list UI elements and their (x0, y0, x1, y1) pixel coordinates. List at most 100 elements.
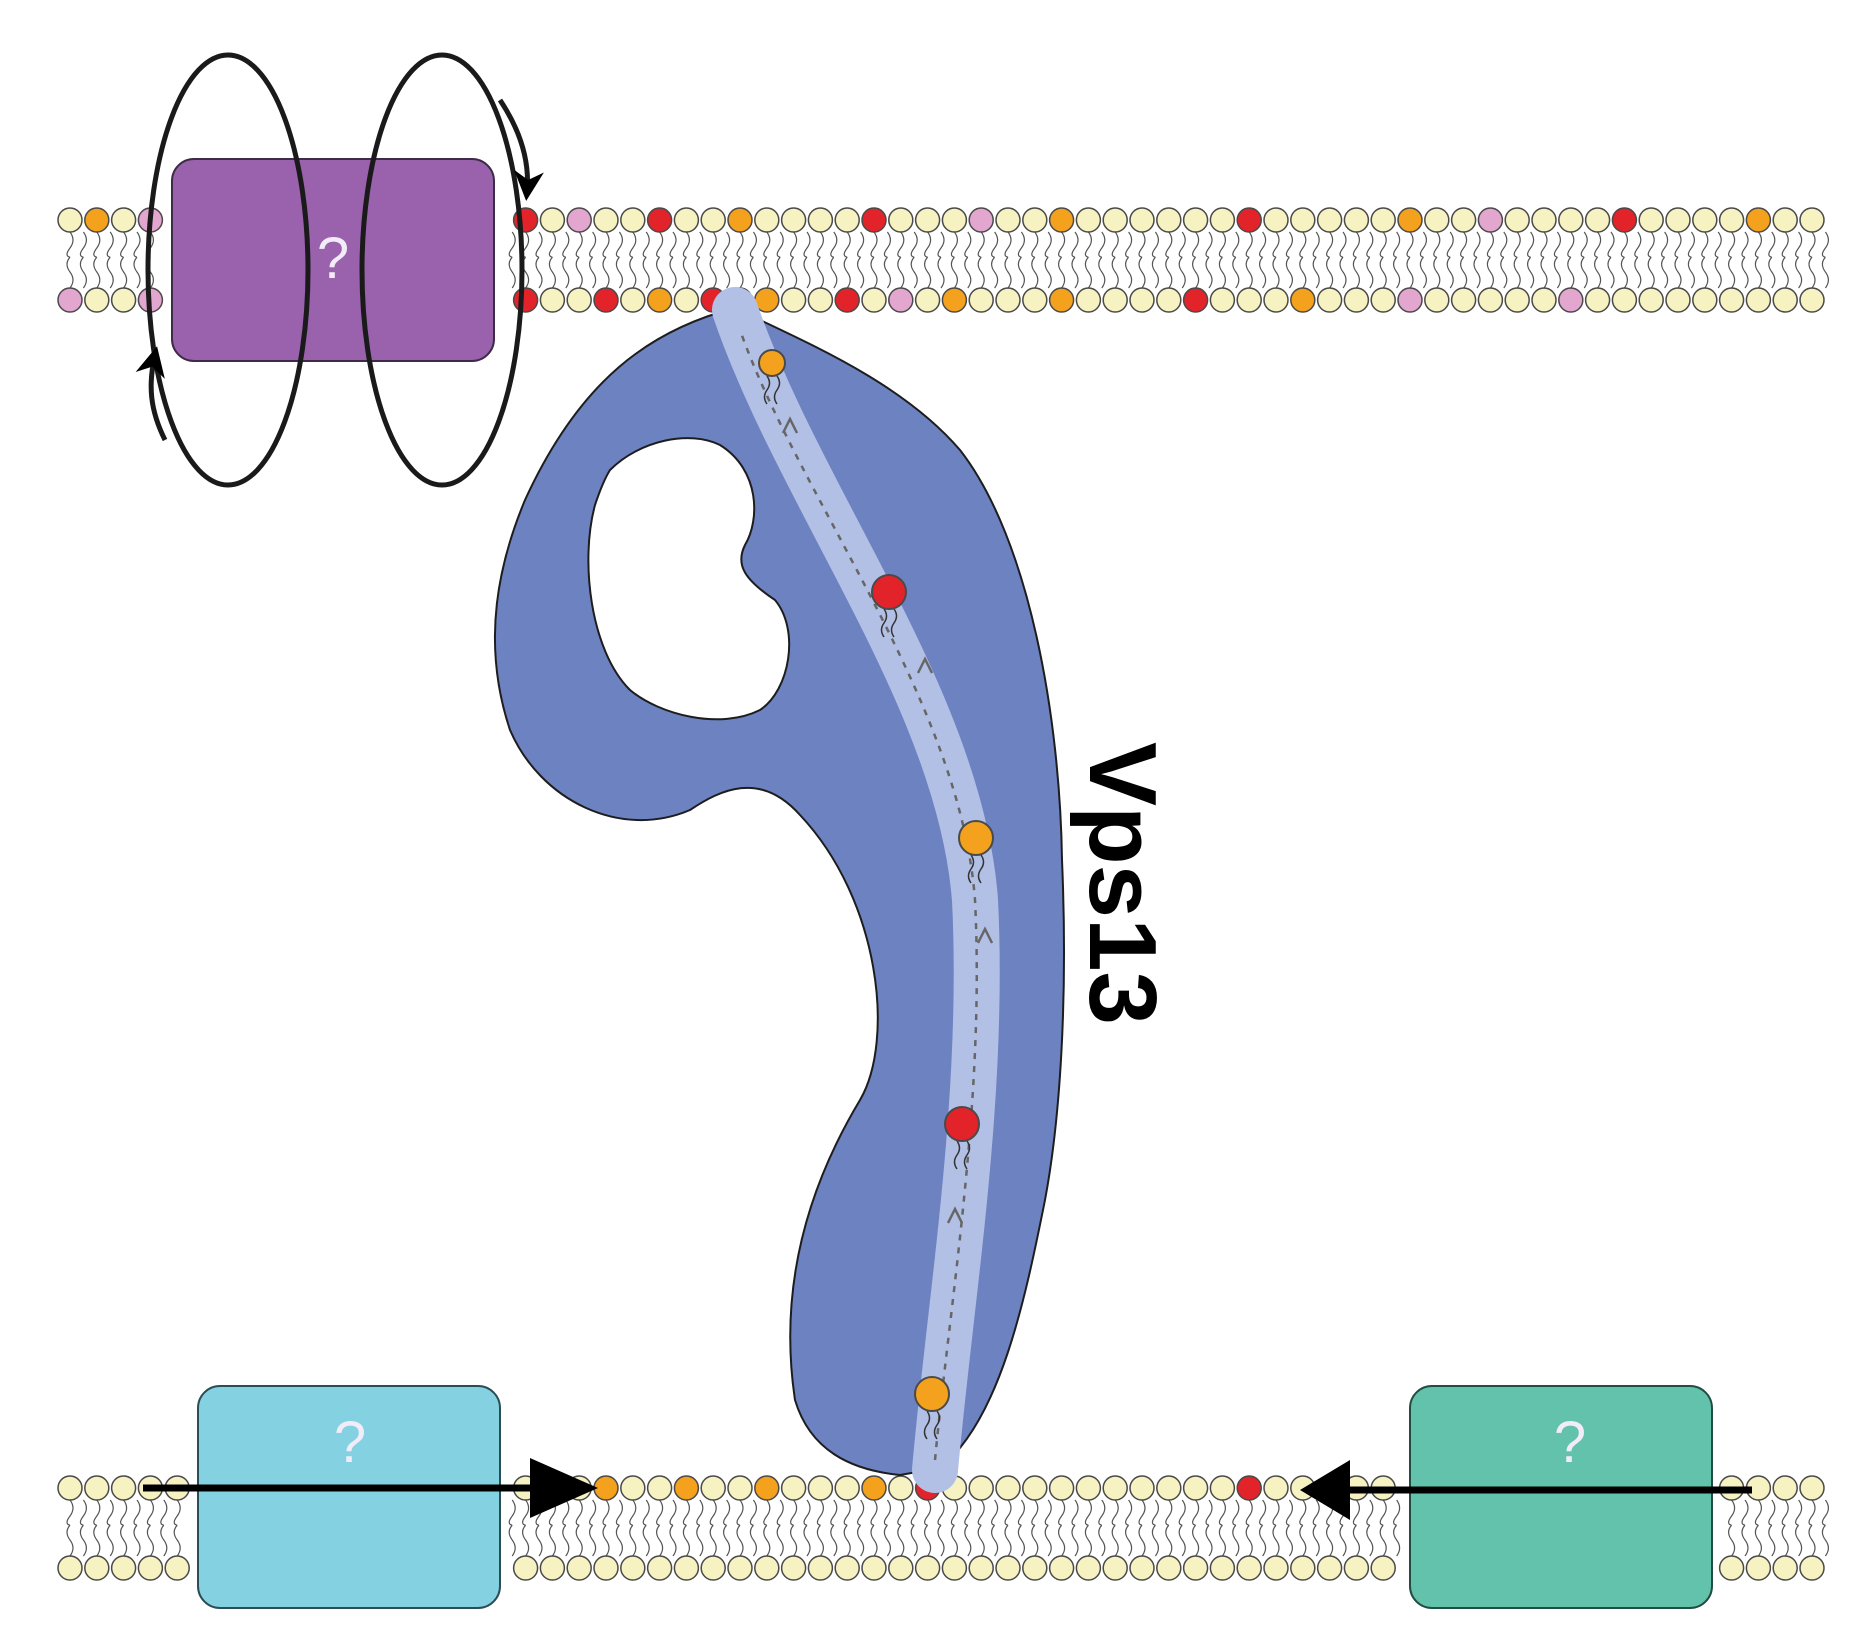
top-membrane-lipid-tail (1259, 231, 1267, 258)
bottom-membrane-lipid-tail (790, 1499, 798, 1526)
bottom-lower-lipid-head (700, 1555, 726, 1581)
right-arrowhead (530, 1458, 598, 1518)
top-lower-lipid-head (888, 287, 914, 313)
top-membrane-lipid-tail (1460, 231, 1468, 258)
top-membrane-lipid-tail (1500, 231, 1508, 258)
bottom-upper-lipid-head (968, 1475, 994, 1501)
top-membrane-lipid-tail (1594, 256, 1602, 289)
bottom-lower-lipid-head (754, 1555, 780, 1581)
top-membrane-lipid-tail (656, 231, 664, 258)
bottom-upper-lipid-head (1075, 1475, 1102, 1501)
top-membrane-lipid-tail (749, 256, 757, 289)
bottom-upper-lipid-head (646, 1475, 673, 1501)
channel-arrowhead (976, 926, 994, 944)
top-membrane-lipid-tail (1500, 256, 1508, 289)
top-membrane-lipid-tail (575, 256, 583, 289)
top-membrane-lipid-tail (1017, 256, 1025, 289)
top-upper-lipid-head (1692, 207, 1718, 233)
top-lower-lipid-head (1075, 287, 1102, 313)
top-membrane-lipid-tail (1540, 231, 1548, 258)
top-scramblase: ? (135, 52, 544, 488)
top-membrane-lipid-tail (682, 256, 690, 289)
top-lower-lipid-head (1692, 287, 1718, 313)
top-membrane-lipid-tail (1111, 231, 1119, 258)
top-membrane-lipid-tail (1768, 256, 1776, 289)
bottom-lower-lipid-head (110, 1555, 137, 1581)
bottom-membrane-lower-leaflet (57, 1555, 1825, 1581)
top-membrane-lipid-tail (1366, 256, 1374, 289)
top-membrane-lipid-tail (562, 231, 570, 258)
bottom-membrane-lipid-tail (1781, 1524, 1789, 1557)
top-lower-lipid-head (1799, 287, 1825, 313)
top-membrane-lipid-tail (1714, 231, 1722, 258)
top-membrane-lipid-tail (1111, 256, 1119, 289)
top-membrane-lipid-tail (79, 231, 87, 258)
top-membrane-lipid-tail (602, 256, 610, 289)
bottom-membrane-lipid-tail (1232, 1499, 1240, 1526)
top-upper-lipid-head (754, 207, 780, 233)
top-membrane-lipid-tail (790, 231, 798, 258)
bottom-lower-lipid-head (1102, 1555, 1128, 1581)
top-lower-lipid-head (1424, 287, 1450, 313)
bottom-upper-lipid-head (84, 1475, 110, 1501)
bottom-upper-lipid-head (1102, 1475, 1128, 1501)
bottom-lower-lipid-head (780, 1555, 807, 1581)
top-upper-lipid-head (1558, 207, 1584, 233)
bottom-membrane-lipid-tail (106, 1524, 114, 1557)
channel-arrowhead (946, 1206, 964, 1224)
bottom-membrane-lipid-tail (1795, 1524, 1803, 1557)
top-upper-lipid-head (593, 207, 619, 233)
top-membrane-lipid-tail (1379, 231, 1387, 258)
bottom-upper-lipid-head (1182, 1475, 1209, 1501)
bottom-left-question-mark: ? (334, 1410, 366, 1475)
top-membrane-lipid-tail (120, 256, 128, 289)
bottom-membrane-lipid-tail (1098, 1524, 1106, 1557)
top-membrane-lipid-tail (656, 256, 664, 289)
bottom-lower-lipid-head (1263, 1555, 1289, 1581)
top-membrane-lipid-tail (535, 256, 543, 289)
bottom-membrane-lipid-tail (1379, 1499, 1387, 1526)
bottom-membrane-lipid-tail (1312, 1524, 1320, 1557)
vps13-channel-dashes (738, 329, 979, 1461)
bottom-membrane-lipid-tail (1205, 1524, 1213, 1557)
bottom-membrane-lipid-tail (656, 1524, 664, 1557)
top-lower-lipid-head (995, 287, 1021, 313)
bottom-membrane-lipid-tail (575, 1524, 583, 1557)
bottom-membrane-lipid-tail (1768, 1524, 1776, 1557)
top-lower-lipid-head (834, 287, 860, 313)
bottom-upper-lipid-head (727, 1475, 753, 1501)
bottom-membrane-lipid-tail (66, 1499, 74, 1526)
bottom-membrane-lipid-tail (575, 1499, 583, 1526)
bottom-membrane-lipid-tail (1111, 1499, 1119, 1526)
top-membrane-lipid-tail (803, 231, 811, 258)
bottom-membrane-lipid-tail (1299, 1499, 1307, 1526)
bottom-lower-lipid-head (566, 1555, 592, 1581)
bottom-upper-lipid-head (1129, 1475, 1155, 1501)
vps13-label: Vps13 (1069, 742, 1176, 1025)
top-lower-lipid-head (593, 287, 619, 313)
top-upper-lipid-head (1156, 207, 1182, 233)
curved-arrow-top-right-icon (497, 98, 544, 201)
bottom-upper-lipid-head (673, 1475, 700, 1501)
left-flip-ellipse (145, 52, 311, 488)
top-upper-lipid-head (1343, 207, 1370, 233)
top-membrane-lipid-tail (1701, 231, 1709, 258)
top-membrane-lipid-tail (1527, 256, 1535, 289)
top-membrane-lipid-tail (696, 256, 704, 289)
bottom-lower-lipid-head (807, 1555, 834, 1581)
bottom-lower-lipid-head (1156, 1555, 1182, 1581)
top-upper-lipid-head (1745, 207, 1772, 233)
top-membrane-lipid-tail (1567, 256, 1575, 289)
top-membrane-lipid-tail (937, 231, 945, 258)
top-membrane-lipid-tail (1821, 231, 1829, 258)
top-upper-lipid-head (941, 207, 968, 233)
top-lower-lipid-head (1048, 287, 1075, 313)
top-membrane-lipid-tail (830, 231, 838, 258)
bottom-membrane-lipid-tail (977, 1524, 985, 1557)
bottom-upper-lipid-head (57, 1475, 83, 1501)
top-membrane-lipid-tail (924, 231, 932, 258)
bottom-lower-lipid-head (914, 1555, 941, 1581)
top-membrane-lipid-tail (1781, 256, 1789, 289)
bottom-upper-lipid-head (1236, 1475, 1262, 1501)
bottom-membrane-lipid-tail (870, 1524, 878, 1557)
